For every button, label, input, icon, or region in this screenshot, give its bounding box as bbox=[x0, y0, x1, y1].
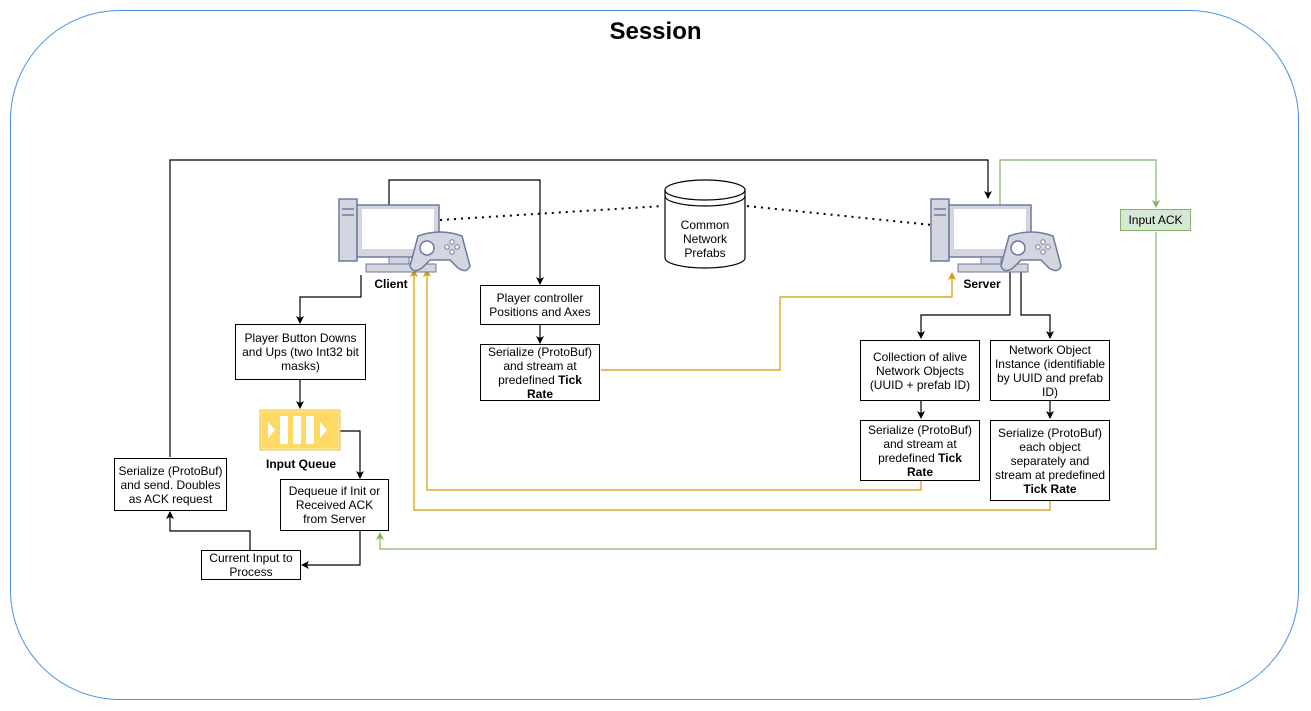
server-db-link bbox=[746, 205, 933, 226]
dequeue-box: Dequeue if Init or Received ACK from Ser… bbox=[280, 479, 389, 531]
input-queue-label: Input Queue bbox=[266, 457, 336, 471]
ack-to-dequeue bbox=[376, 232, 1157, 550]
arrow-queue-to-dequeue bbox=[340, 430, 364, 479]
client-label: Client bbox=[374, 277, 408, 291]
client-db-link bbox=[439, 205, 664, 221]
session-title: Session bbox=[609, 18, 702, 45]
ack-server-to-input-ack bbox=[999, 159, 1160, 208]
gamepad-icon bbox=[409, 231, 471, 272]
stream-objects-to-client bbox=[410, 269, 1051, 511]
server-label: Server bbox=[963, 277, 1001, 291]
arrow-ack-request-to-server bbox=[169, 159, 992, 457]
arrow-server-to-collection bbox=[917, 270, 1011, 339]
database-icon bbox=[664, 179, 746, 269]
arrow-dequeue-to-current bbox=[301, 531, 361, 569]
arrow-client-to-buttons bbox=[296, 275, 362, 324]
serialize-send-text: Serialize (ProtoBuf) and send. Doubles a… bbox=[118, 463, 223, 506]
stream-collection-to-client bbox=[423, 269, 922, 491]
arrow-current-to-serialize bbox=[166, 511, 251, 550]
collection-box: Collection of alive Network Objects (UUI… bbox=[860, 340, 980, 401]
serialize-client-box: Serialize (ProtoBuf) and stream at prede… bbox=[480, 344, 600, 401]
database-label: Common Network Prefabs bbox=[680, 218, 730, 260]
serialize-send-box: Serialize (ProtoBuf) and send. Doubles a… bbox=[114, 458, 227, 511]
queue-icon bbox=[259, 409, 341, 451]
player-button-text: Player Button Downs and Ups (two Int32 b… bbox=[242, 331, 359, 373]
dequeue-text: Dequeue if Init or Received ACK from Ser… bbox=[288, 484, 381, 526]
gamepad-icon bbox=[1000, 231, 1062, 272]
computer-icon bbox=[930, 198, 1032, 273]
serialize-each-text: Serialize (ProtoBuf) each object separat… bbox=[994, 425, 1106, 496]
stream-client-to-server bbox=[601, 272, 956, 371]
collection-text: Collection of alive Network Objects (UUI… bbox=[869, 349, 971, 392]
player-controller-text: Player controller Positions and Axes bbox=[489, 291, 591, 319]
serialize-client-text: Serialize (ProtoBuf) and stream at prede… bbox=[487, 344, 593, 401]
network-object-text: Network Object Instance (identifiable by… bbox=[994, 342, 1106, 399]
session-frame bbox=[10, 10, 1299, 700]
player-controller-box: Player controller Positions and Axes bbox=[480, 285, 600, 325]
computer-icon bbox=[338, 198, 440, 273]
serialize-server-text: Serialize (ProtoBuf) and stream at prede… bbox=[867, 422, 973, 479]
arrow-server-to-network-object bbox=[1020, 270, 1054, 339]
network-object-box: Network Object Instance (identifiable by… bbox=[990, 340, 1110, 401]
serialize-each-box: Serialize (ProtoBuf) each object separat… bbox=[990, 420, 1110, 501]
current-input-box: Current Input to Process bbox=[201, 550, 301, 580]
arrow-client-to-controller bbox=[388, 179, 544, 285]
input-ack-box: Input ACK bbox=[1120, 209, 1191, 231]
current-input-text: Current Input to Process bbox=[209, 551, 293, 579]
player-button-box: Player Button Downs and Ups (two Int32 b… bbox=[235, 324, 366, 380]
serialize-server-box: Serialize (ProtoBuf) and stream at prede… bbox=[860, 420, 980, 481]
